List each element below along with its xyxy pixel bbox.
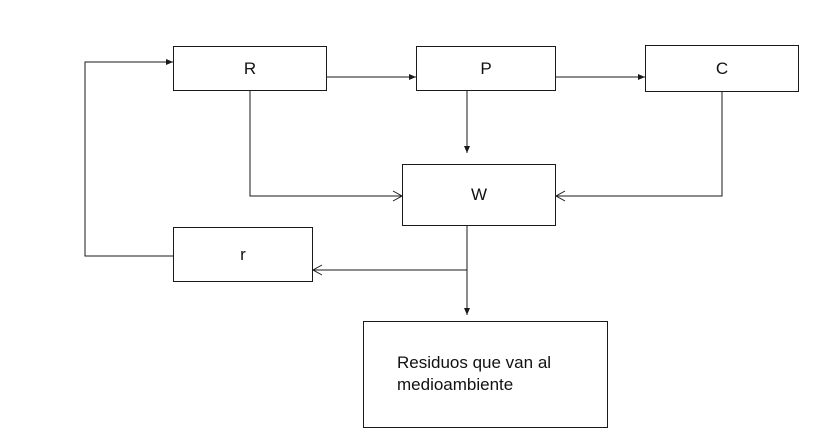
node-p: P [416,46,556,91]
node-r-lower-label: r [240,244,246,264]
node-c-label: C [715,58,729,78]
node-residuos-label: Residuos que van al medioambiente [397,353,552,394]
node-w: W [402,164,556,226]
node-p-label: P [480,58,492,78]
arrow-r-lower-to-r-upper [84,59,173,257]
node-r-lower: r [173,227,313,282]
node-c: C [645,45,799,92]
arrow-w-to-r-lower [311,226,468,276]
node-r-upper-label: R [243,58,257,78]
arrow-r-to-w [249,91,404,202]
node-w-label: W [470,185,488,204]
arrow-c-to-w [554,92,723,202]
node-residuos: Residuos que van al medioambiente [363,321,608,428]
node-r-upper: R [173,46,327,91]
